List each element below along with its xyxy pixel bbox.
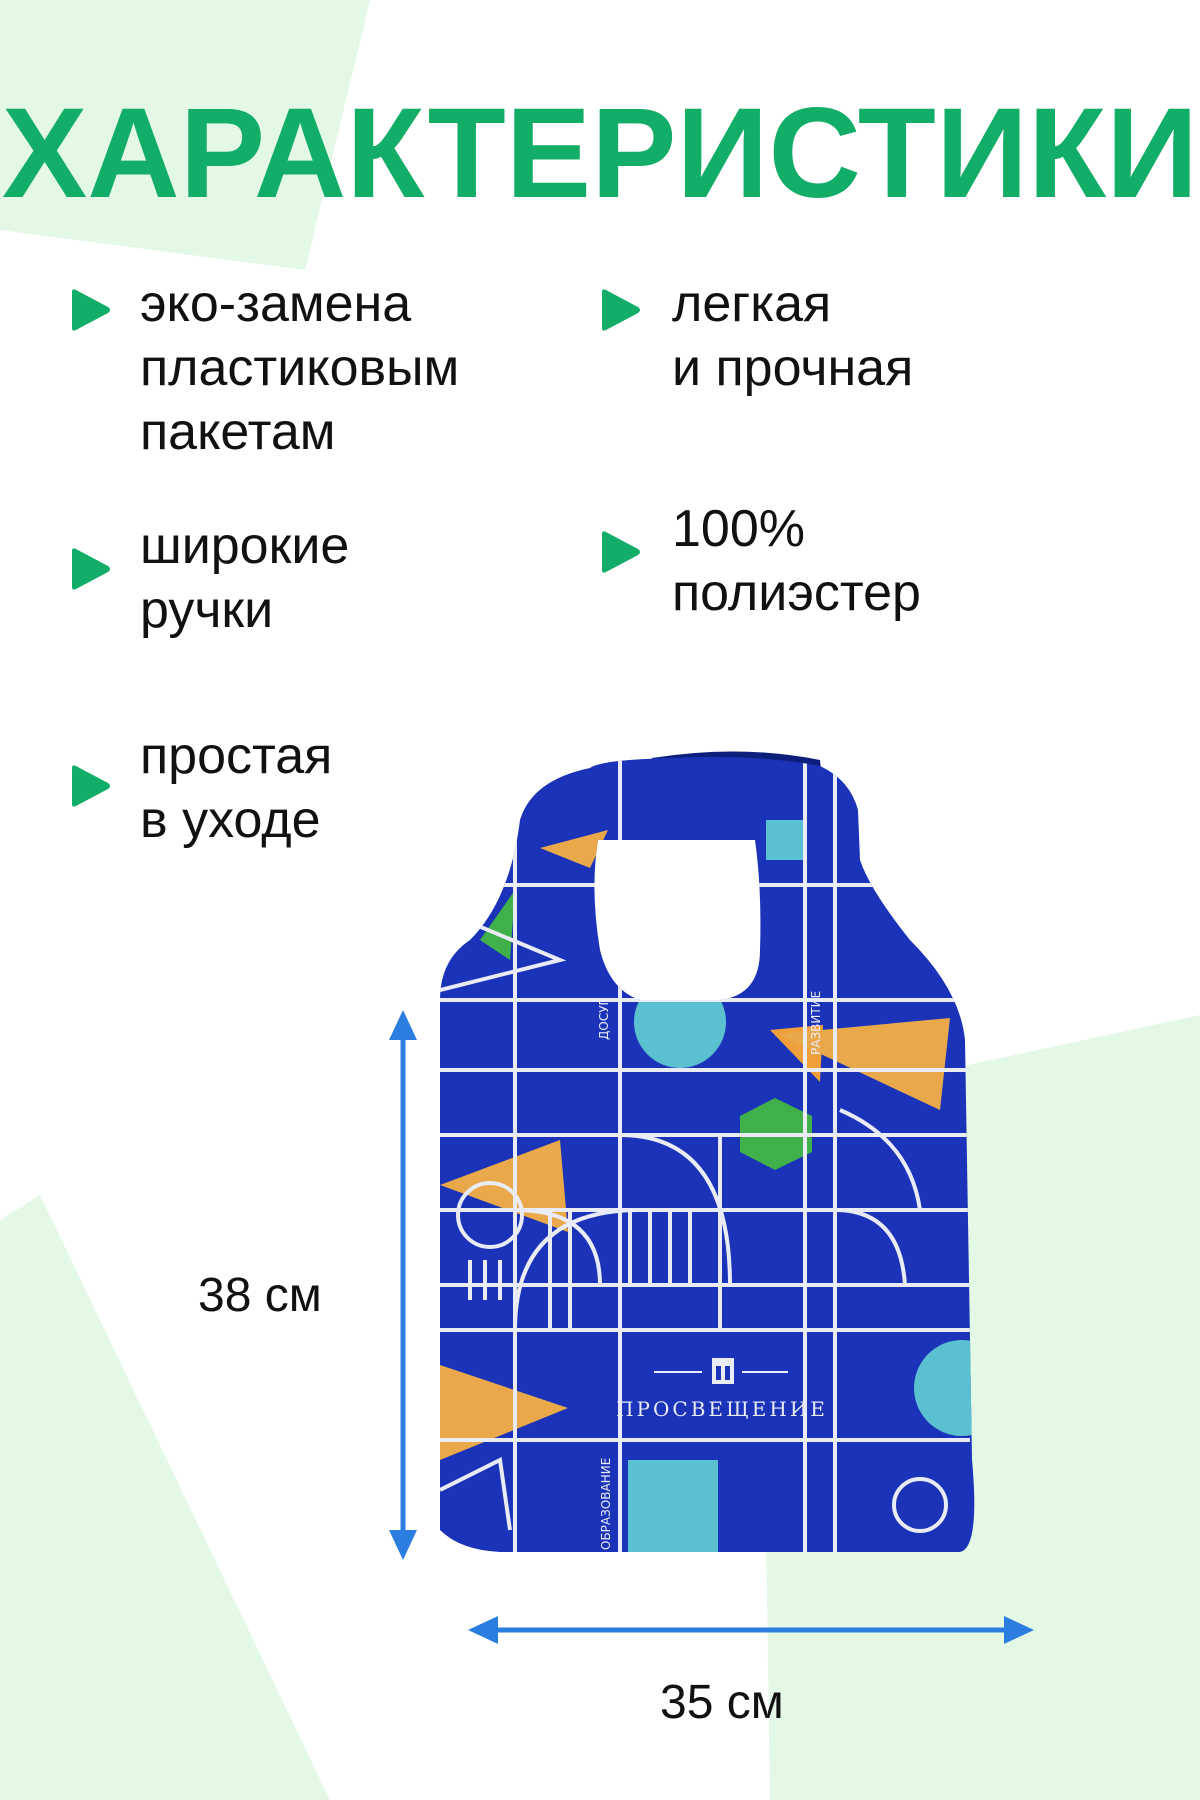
- width-arrow-icon: [468, 1616, 1034, 1644]
- feature-line: широкие: [140, 517, 350, 575]
- feature-eco: эко-замена пластиковым пакетам: [140, 272, 459, 464]
- bullet-play-icon: [72, 765, 110, 807]
- width-label: 35 см: [660, 1676, 784, 1729]
- feature-line: легкая: [672, 275, 832, 333]
- bullet-play-icon: [602, 289, 640, 331]
- feature-light-strong: легкая и прочная: [672, 272, 913, 400]
- height-arrow-icon: [389, 1010, 417, 1560]
- feature-line: пластиковым: [140, 339, 460, 397]
- feature-line: простая: [140, 727, 333, 785]
- feature-line: в уходе: [140, 791, 321, 849]
- bag-word: ОБРАЗОВАНИЕ: [599, 1458, 613, 1550]
- feature-line: 100%: [672, 500, 805, 558]
- feature-line: пакетам: [140, 403, 336, 461]
- feature-easy-care: простая в уходе: [140, 724, 332, 852]
- feature-wide-handles: широкие ручки: [140, 514, 349, 642]
- bag-word: ДОСУГ: [597, 998, 611, 1040]
- height-label: 38 см: [198, 1269, 322, 1322]
- feature-line: полиэстер: [672, 564, 921, 622]
- feature-line: и прочная: [672, 339, 914, 397]
- feature-line: ручки: [140, 581, 274, 639]
- feature-polyester: 100% полиэстер: [672, 497, 921, 625]
- page-title: ХАРАКТЕРИСТИКИ: [1, 82, 1199, 225]
- bag-brand-text: ПРОСВЕЩЕНИЕ: [616, 1397, 828, 1421]
- bullet-play-icon: [72, 548, 110, 590]
- bullet-play-icon: [602, 531, 640, 573]
- tote-bag-image: ПРОСВЕЩЕНИЕ ДОСУГ РАЗВИТИЕ ОБРАЗОВАНИЕ: [440, 751, 975, 1552]
- bullet-play-icon: [72, 289, 110, 331]
- feature-line: эко-замена: [140, 275, 412, 333]
- bag-word: РАЗВИТИЕ: [809, 991, 823, 1055]
